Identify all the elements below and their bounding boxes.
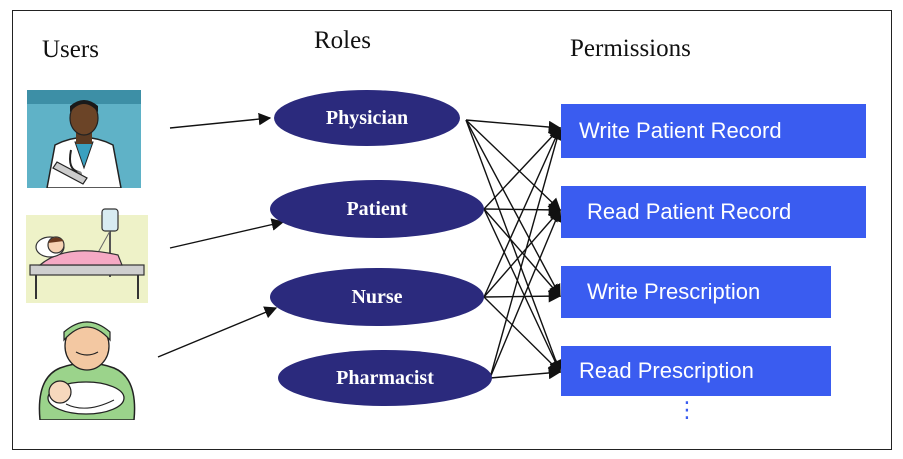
permission-read-prescription: Read Prescription xyxy=(561,346,831,396)
permission-write-patient-record: Write Patient Record xyxy=(561,104,866,158)
roles-heading: Roles xyxy=(314,27,371,54)
role-physician: Physician xyxy=(274,90,460,146)
users-heading: Users xyxy=(42,36,99,63)
more-permissions-indicator: ⋮ xyxy=(676,398,698,423)
patient-user-icon xyxy=(26,208,148,303)
permission-write-prescription: Write Prescription xyxy=(561,266,831,318)
permission-read-patient-record: Read Patient Record xyxy=(561,186,866,238)
role-patient: Patient xyxy=(270,180,484,238)
role-pharmacist: Pharmacist xyxy=(278,350,492,406)
nurse-user-icon xyxy=(38,321,136,420)
role-nurse: Nurse xyxy=(270,268,484,326)
permissions-heading: Permissions xyxy=(570,35,691,62)
physician-user-icon xyxy=(27,90,141,188)
